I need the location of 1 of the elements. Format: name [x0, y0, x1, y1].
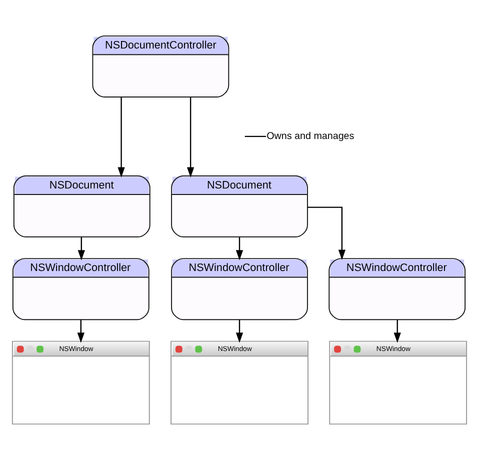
node-text: Owns and manages [266, 130, 354, 142]
